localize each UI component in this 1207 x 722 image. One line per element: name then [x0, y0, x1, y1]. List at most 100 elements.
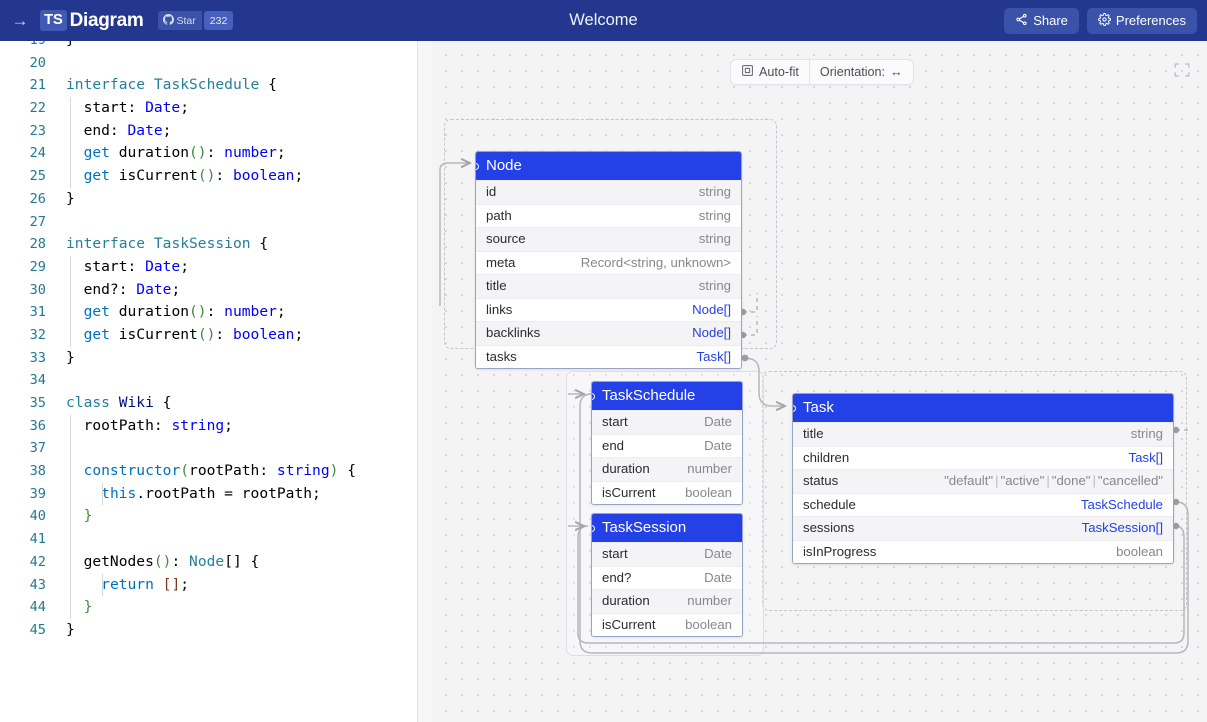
line-number: 43: [0, 574, 46, 597]
entity-field-row[interactable]: durationnumber: [592, 589, 742, 613]
entity-field-row[interactable]: status"default"|"active"|"done"|"cancell…: [793, 469, 1173, 493]
line-number: 39: [0, 483, 46, 506]
code-token: .rootPath = rootPath;: [136, 485, 321, 502]
code-line: 20: [0, 52, 417, 75]
code-token: isCurrent: [110, 326, 198, 343]
entity-field-row[interactable]: scheduleTaskSchedule: [793, 493, 1173, 517]
entity-field-row[interactable]: sourcestring: [476, 227, 741, 251]
line-number: 35: [0, 392, 46, 415]
entity-field-type[interactable]: Task[]: [1129, 450, 1163, 465]
code-token: isCurrent: [110, 167, 198, 184]
entity-field-row[interactable]: endDate: [592, 434, 742, 458]
indent-guide: [70, 97, 71, 120]
entity-field-type[interactable]: TaskSession[]: [1082, 520, 1163, 535]
entity-table-task[interactable]: Tasktitlestring children Task[] status"defa…: [792, 393, 1174, 564]
line-number: 19: [0, 41, 46, 52]
gear-icon: [1098, 13, 1111, 29]
entity-table-header[interactable]: TaskSchedule: [592, 382, 742, 410]
entity-field-type[interactable]: TaskSchedule: [1081, 497, 1163, 512]
code-line: 36 rootPath: string;: [0, 415, 417, 438]
code-token: get: [84, 167, 110, 184]
diagram-canvas[interactable]: Auto-fit Orientation: ↔: [432, 41, 1207, 722]
code-token: Date: [128, 122, 163, 139]
code-token: start:: [66, 258, 145, 275]
orientation-label: Orientation:: [820, 65, 885, 79]
brand-logo[interactable]: TS Diagram: [40, 10, 144, 32]
github-star-button[interactable]: Star 232: [158, 11, 234, 30]
entity-field-type: Date: [704, 546, 732, 561]
entity-field-type[interactable]: Task[]: [697, 349, 731, 364]
code-token: this: [101, 485, 136, 502]
arrow-right-icon[interactable]: →: [0, 0, 40, 41]
code-token: }: [66, 621, 75, 638]
entity-field-row[interactable]: sessions TaskSession[]: [793, 516, 1173, 540]
share-button[interactable]: Share: [1004, 8, 1079, 34]
indent-guide: [70, 528, 71, 551]
entity-field-row[interactable]: end?Date: [592, 566, 742, 590]
code-token: ;: [171, 281, 180, 298]
fullscreen-icon[interactable]: [1173, 61, 1191, 79]
entity-table-tasksession[interactable]: TaskSessionstartDateend?Datedurationnumb…: [591, 513, 743, 637]
code-token: [154, 576, 163, 593]
code-token: :: [215, 167, 233, 184]
entity-field-row[interactable]: durationnumber: [592, 457, 742, 481]
entity-table-header[interactable]: Node: [476, 152, 741, 180]
code-editor[interactable]: 19}2021interface TaskSchedule {22 start:…: [0, 41, 417, 722]
entity-field-type[interactable]: Node[]: [692, 325, 731, 340]
entity-field-row[interactable]: pathstring: [476, 204, 741, 228]
code-line: 43 return [];: [0, 574, 417, 597]
entity-field-row[interactable]: meta Record<string, unknown>: [476, 251, 741, 275]
entity-field-row[interactable]: tasksTask[]: [476, 345, 741, 369]
entity-field-name: status: [803, 473, 838, 488]
indent-guide: [70, 574, 71, 597]
entity-field-row[interactable]: startDate: [592, 410, 742, 434]
entity-field-row[interactable]: titlestring: [793, 422, 1173, 446]
entity-field-type: string: [699, 278, 731, 293]
entity-field-row[interactable]: children Task[]: [793, 446, 1173, 470]
line-number: 30: [0, 279, 46, 302]
code-line: 22 start: Date;: [0, 97, 417, 120]
entity-table-taskschedule[interactable]: TaskSchedulestartDateendDatedurationnumb…: [591, 381, 743, 505]
code-line: 32 get isCurrent(): boolean;: [0, 324, 417, 347]
entity-field-name: meta: [486, 255, 515, 270]
code-token: getNodes: [66, 553, 154, 570]
line-number: 23: [0, 120, 46, 143]
entity-field-row[interactable]: isCurrentboolean: [592, 481, 742, 505]
code-token: get: [84, 303, 110, 320]
line-number: 22: [0, 97, 46, 120]
entity-field-row[interactable]: linksNode[]: [476, 298, 741, 322]
orientation-button[interactable]: Orientation: ↔: [809, 60, 913, 84]
entity-field-row[interactable]: backlinksNode[]: [476, 321, 741, 345]
entity-table-header[interactable]: Task: [793, 394, 1173, 422]
auto-fit-button[interactable]: Auto-fit: [731, 60, 809, 84]
code-token: }: [66, 41, 75, 48]
code-token: {: [251, 235, 269, 252]
entity-table-header[interactable]: TaskSession: [592, 514, 742, 542]
entity-field-type[interactable]: Node[]: [692, 302, 731, 317]
code-token: (): [154, 553, 172, 570]
code-line: 27: [0, 211, 417, 234]
preferences-button[interactable]: Preferences: [1087, 8, 1197, 34]
entity-field-type: Record<string, unknown>: [581, 255, 731, 270]
entity-field-row[interactable]: startDate: [592, 542, 742, 566]
code-line: 29 start: Date;: [0, 256, 417, 279]
code-token: {: [259, 76, 277, 93]
code-token: TaskSession: [154, 235, 251, 252]
code-token: ;: [180, 576, 189, 593]
code-line: 40 }: [0, 505, 417, 528]
code-token: [66, 485, 101, 502]
code-token: :: [207, 144, 225, 161]
code-token: ;: [224, 417, 233, 434]
editor-scrollbar[interactable]: [418, 41, 432, 722]
entity-field-row[interactable]: idstring: [476, 180, 741, 204]
entity-field-row[interactable]: isCurrentboolean: [592, 613, 742, 637]
entity-table-node[interactable]: Nodeidstringpathstringsourcestring meta Re…: [475, 151, 742, 369]
code-token: [66, 576, 101, 593]
entity-field-row[interactable]: titlestring: [476, 274, 741, 298]
entity-field-type: string: [699, 231, 731, 246]
code-token: }: [66, 190, 75, 207]
code-token: string: [277, 462, 330, 479]
entity-field-row[interactable]: isInProgressboolean: [793, 540, 1173, 564]
entity-field-name: sessions: [803, 520, 854, 535]
entity-field-name: children: [803, 450, 849, 465]
